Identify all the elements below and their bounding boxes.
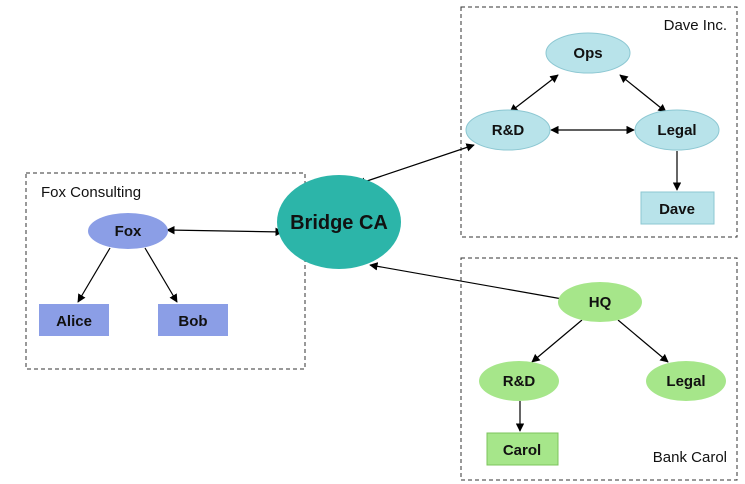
node-bob (158, 304, 228, 336)
edge-bridge-hq (369, 262, 569, 303)
node-ops-label: Ops (573, 45, 602, 62)
node-dave (640, 191, 715, 225)
node-dave-rd-label: R&D (492, 122, 525, 139)
edge-bridge-dave-rd (357, 143, 475, 186)
node-dave-label: Dave (659, 201, 695, 218)
node-bank-rd (479, 361, 559, 401)
edge-hq-legal (617, 319, 669, 363)
edge-ops-rd (509, 74, 559, 113)
node-carol (486, 432, 559, 466)
node-bridge-ca-label: Bridge CA (290, 212, 388, 234)
node-bob-label: Bob (178, 313, 207, 330)
group-label-bank-carol: Bank Carol (653, 449, 727, 466)
node-bank-legal-label: Legal (666, 373, 705, 390)
node-hq-label: HQ (589, 294, 612, 311)
group-label-fox-consulting: Fox Consulting (41, 184, 141, 201)
node-dave-legal (634, 109, 720, 151)
node-alice-label: Alice (56, 313, 92, 330)
node-ops (545, 32, 631, 74)
node-fox (88, 213, 168, 249)
node-alice (39, 304, 109, 336)
edge-fox-bridge (166, 225, 284, 237)
edge-hq-rd (531, 319, 583, 363)
group-box-fox-consulting (25, 172, 306, 370)
edge-ops-legal (619, 74, 667, 113)
group-label-dave-inc: Dave Inc. (664, 17, 727, 34)
node-bank-rd-label: R&D (503, 373, 536, 390)
node-bank-legal (646, 361, 726, 401)
group-box-bank-carol (460, 257, 738, 481)
node-carol-label: Carol (503, 442, 541, 459)
node-dave-rd (465, 109, 551, 151)
node-fox-label: Fox (115, 223, 142, 240)
node-bridge-ca (277, 175, 401, 269)
group-box-dave-inc (460, 6, 738, 238)
edge-fox-bob (144, 247, 178, 303)
node-hq (558, 282, 642, 322)
node-dave-legal-label: Legal (657, 122, 696, 139)
edge-fox-alice (77, 247, 111, 303)
